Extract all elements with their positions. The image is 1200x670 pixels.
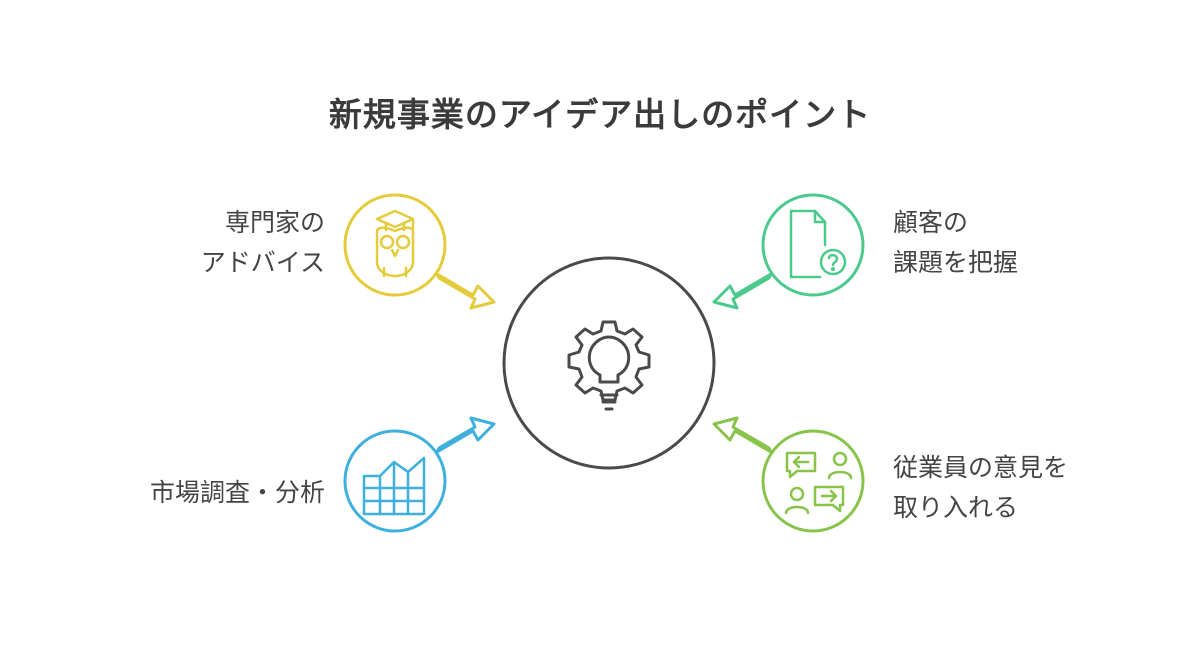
page-title: 新規事業のアイデア出しのポイント (328, 95, 872, 134)
label-customer-line2: 課題を把握 (893, 248, 1019, 277)
label-market: 市場調査・分析 (150, 473, 325, 513)
employee-arrow (712, 416, 773, 454)
center-node (502, 256, 716, 470)
label-employee-line1: 従業員の意見を (893, 453, 1069, 482)
gear-lightbulb-icon (567, 320, 651, 411)
market-node (343, 416, 496, 533)
employee-node (712, 416, 865, 533)
customer-node (712, 193, 865, 310)
label-customer-line1: 顧客の (893, 208, 969, 237)
expert-arrow (435, 272, 496, 310)
document-question-icon (789, 209, 847, 279)
label-employee-line2: 取り入れる (893, 493, 1019, 522)
market-arrow (435, 416, 496, 454)
owl-graduation-cap-icon (375, 209, 415, 278)
label-customer: 顧客の 課題を把握 (893, 203, 1018, 283)
label-employee: 従業員の意見を 取り入れる (893, 448, 1068, 528)
customer-arrow (712, 272, 773, 310)
label-expert-line2: アドバイス (200, 248, 325, 277)
label-market-line1: 市場調査・分析 (149, 478, 325, 507)
label-expert: 専門家の アドバイス (201, 203, 325, 283)
label-expert-line1: 専門家の (224, 208, 325, 237)
people-conversation-icon (784, 451, 853, 515)
bar-chart-growth-icon (362, 456, 426, 516)
expert-node (343, 193, 496, 310)
